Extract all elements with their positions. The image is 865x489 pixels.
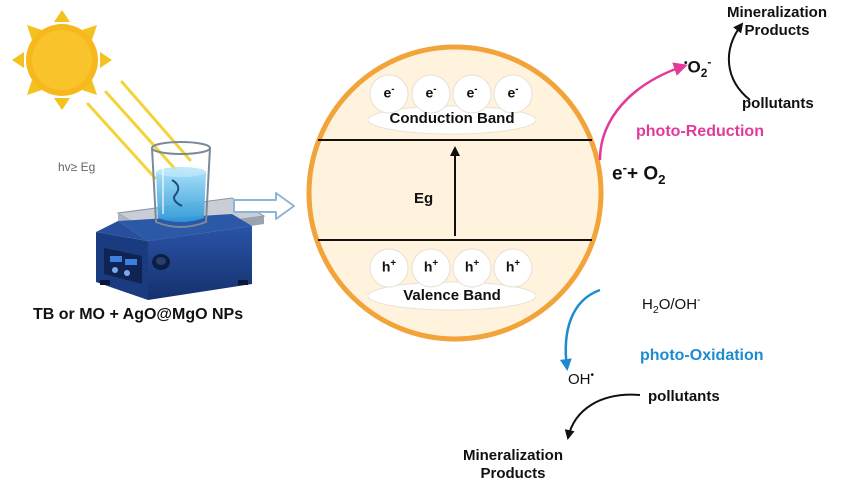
band-gap-label: Eg [414, 190, 434, 207]
electron-label: e- [507, 84, 519, 101]
reduction-pollutants-label: pollutants [742, 95, 814, 112]
valence-band-label: Valence Band [403, 287, 501, 304]
electron-label: e- [383, 84, 395, 101]
sun-icon [12, 10, 112, 110]
reduction-pathway [598, 22, 751, 161]
electron-oxygen-reactant: e-+ O2 [612, 160, 666, 188]
light-beams [86, 80, 192, 180]
reaction-mixture-label: TB or MO + AgO@MgO NPs [33, 306, 244, 323]
photo-reduction-label: photo-Reduction [636, 123, 764, 140]
oxidation-pathway [559, 288, 641, 440]
hole-circles [369, 248, 533, 288]
hydroxyl-radical-label: OH• [568, 370, 595, 388]
oxidation-products-label: Mineralization Products [462, 447, 563, 482]
hole-label: h+ [505, 258, 521, 275]
hole-label: h+ [464, 258, 480, 275]
electron-circles [369, 74, 533, 114]
beaker-icon [151, 141, 211, 228]
light-energy-label: hv≥ Eg [58, 160, 96, 174]
semiconductor-particle [306, 44, 604, 342]
hollow-arrow [233, 192, 295, 220]
hole-label: h+ [423, 258, 439, 275]
superoxide-radical-label: •O2- [684, 55, 712, 81]
water-hydroxide-reactant: H2O/OH- [642, 294, 701, 316]
electron-label: e- [466, 84, 478, 101]
oxidation-pollutants-label: pollutants [648, 388, 720, 405]
photo-oxidation-label: photo-Oxidation [640, 347, 764, 364]
conduction-band-label: Conduction Band [389, 110, 515, 127]
hole-label: h+ [381, 258, 397, 275]
reduction-products-label: Mineralization Products [726, 4, 827, 39]
electron-label: e- [425, 84, 437, 101]
